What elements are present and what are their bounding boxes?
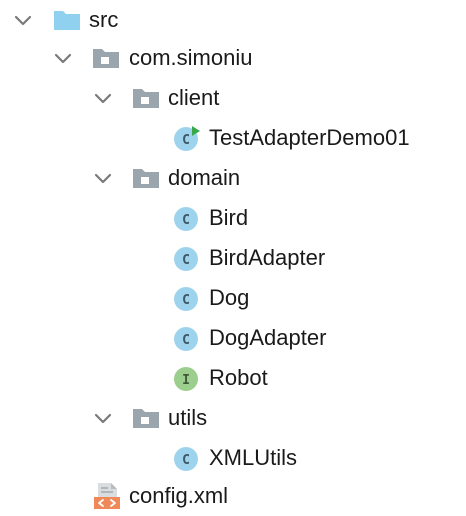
- tree-item-bird[interactable]: C Bird: [0, 198, 466, 238]
- package-icon: [93, 49, 119, 68]
- tree-item-src[interactable]: src: [0, 0, 466, 40]
- chevron-down-icon[interactable]: [93, 408, 113, 428]
- svg-text:I: I: [182, 373, 190, 388]
- interface-icon: I: [174, 367, 198, 391]
- tree-item-test-adapter-demo01[interactable]: C TestAdapterDemo01: [0, 118, 466, 158]
- svg-text:C: C: [182, 333, 190, 348]
- svg-text:C: C: [182, 453, 190, 468]
- tree-item-package[interactable]: com.simoniu: [0, 38, 466, 78]
- tree-item-label: TestAdapterDemo01: [209, 125, 410, 150]
- svg-text:C: C: [182, 253, 190, 268]
- tree-item-label: Robot: [209, 365, 268, 390]
- class-icon: C: [174, 247, 198, 271]
- tree-item-label: utils: [168, 405, 208, 430]
- tree-item-dog-adapter[interactable]: C DogAdapter: [0, 318, 466, 358]
- tree-item-label: Dog: [209, 285, 250, 310]
- tree-item-label: com.simoniu: [129, 45, 253, 70]
- package-icon: [133, 169, 159, 188]
- chevron-down-icon[interactable]: [93, 168, 113, 188]
- package-icon: [133, 409, 159, 428]
- tree-item-dog[interactable]: C Dog: [0, 278, 466, 318]
- runnable-class-icon: C: [174, 126, 200, 151]
- tree-item-xml-utils[interactable]: C XMLUtils: [0, 438, 466, 478]
- tree-item-label: config.xml: [129, 483, 229, 508]
- tree-item-domain[interactable]: domain: [0, 158, 466, 198]
- tree-item-client[interactable]: client: [0, 78, 466, 118]
- svg-text:C: C: [182, 133, 190, 148]
- class-icon: C: [174, 207, 198, 231]
- class-icon: C: [174, 287, 198, 311]
- xml-file-icon: [94, 483, 120, 509]
- class-icon: C: [174, 447, 198, 471]
- svg-text:C: C: [182, 213, 190, 228]
- class-icon: C: [174, 327, 198, 351]
- source-folder-icon: [54, 11, 80, 30]
- chevron-down-icon[interactable]: [53, 48, 73, 68]
- tree-item-robot[interactable]: I Robot: [0, 358, 466, 398]
- tree-item-label: client: [168, 85, 220, 110]
- chevron-down-icon[interactable]: [13, 10, 33, 30]
- tree-item-label: domain: [168, 165, 241, 190]
- tree-item-utils[interactable]: utils: [0, 398, 466, 438]
- tree-item-label: DogAdapter: [209, 325, 327, 350]
- tree-item-config-xml[interactable]: config.xml: [0, 476, 466, 516]
- svg-text:C: C: [182, 293, 190, 308]
- package-icon: [133, 89, 159, 108]
- tree-item-label: Bird: [209, 205, 249, 230]
- tree-item-label: BirdAdapter: [209, 245, 326, 270]
- tree-item-label: src: [89, 7, 119, 32]
- tree-item-label: XMLUtils: [209, 445, 298, 470]
- chevron-down-icon[interactable]: [93, 88, 113, 108]
- tree-item-bird-adapter[interactable]: C BirdAdapter: [0, 238, 466, 278]
